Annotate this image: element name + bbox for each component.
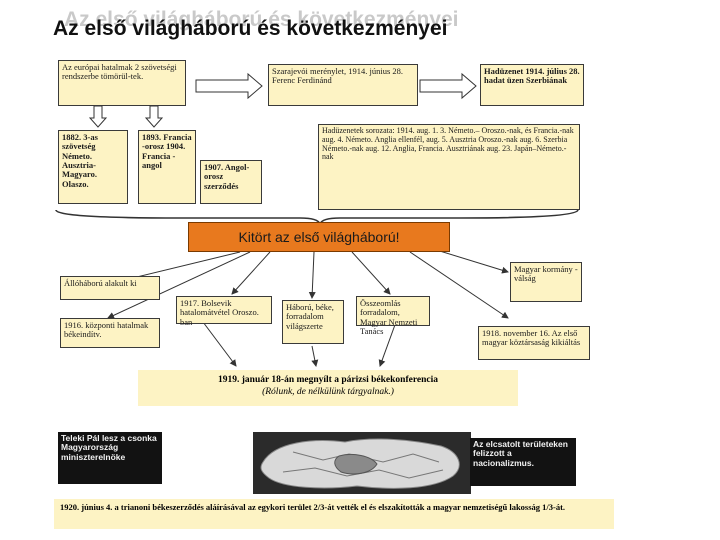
entente-1907-box: 1907. Angol-orosz szerződés <box>200 160 262 204</box>
conference-title: 1919. január 18-án megnyílt a párizsi bé… <box>218 375 438 385</box>
arrow-down-left <box>88 105 108 128</box>
arrow-conf-left <box>199 317 237 367</box>
conference-note: (Rólunk, de nélkülünk tárgyalnak.) <box>262 387 394 397</box>
entente-1893-box: 1893. Francia -orosz 1904. Francia -ango… <box>138 130 196 204</box>
trianon-treaty-box: 1920. június 4. a trianoni békeszerződés… <box>54 499 614 529</box>
declarations-list-box: Hadüzenetek sorozata: 1914. aug. 1. 3. N… <box>318 124 580 210</box>
lost-territories-box: Az elcsatolt területeken felizzott a nac… <box>470 438 576 486</box>
arrow-bolshevik <box>231 251 271 295</box>
declaration-box: Hadüzenet 1914. július 28. hadat üzen Sz… <box>480 64 584 106</box>
central-event: Kitört az első világháború! <box>188 222 450 252</box>
sarajevo-box: Szarajevói merénylet, 1914. június 28. F… <box>268 64 418 106</box>
title-shadow: Az első világháború és következményei <box>64 8 459 31</box>
arrow-to-sarajevo <box>195 72 263 100</box>
arrow-republic <box>409 251 509 319</box>
arrow-conf-right <box>378 321 397 367</box>
arrow-conf-mid <box>311 345 319 367</box>
alliance-box: Az európai hatalmak 2 szövetségi rendsze… <box>58 60 186 106</box>
trench-box: Állóháború alakult ki <box>60 276 160 300</box>
arrow-crisis <box>429 247 509 274</box>
arrow-peace <box>308 251 316 299</box>
bolshevik-box: 1917. Bolsevik hatalomátvétel Oroszo. ba… <box>176 296 272 326</box>
peace-conference-box: 1919. január 18-án megnyílt a párizsi bé… <box>138 370 518 406</box>
arrow-down-right <box>144 105 164 128</box>
triple-alliance-box: 1882. 3-as szövetség Németo. Ausztria-Ma… <box>58 130 128 204</box>
arrow-central-powers <box>107 251 251 319</box>
arrow-to-declaration <box>419 72 477 100</box>
page-title: Az első világháború és következményei <box>53 17 448 40</box>
central-powers-box: 1916. központi hatalmak békeindítv. <box>60 318 160 348</box>
republic-box: 1918. november 16. Az első magyar köztár… <box>478 326 590 360</box>
hungary-map-icon <box>253 432 471 494</box>
peace-box: Háború, béke, forradalom világszerte <box>282 300 344 344</box>
teleki-box: Teleki Pál lesz a csonka Magyarország mi… <box>58 432 162 484</box>
arrow-monarchy <box>351 251 391 295</box>
monarchy-box: Összeomlás forradalom, Magyar Nemzeti Ta… <box>356 296 430 336</box>
crisis-box: Magyar kormány -válság <box>510 262 582 302</box>
